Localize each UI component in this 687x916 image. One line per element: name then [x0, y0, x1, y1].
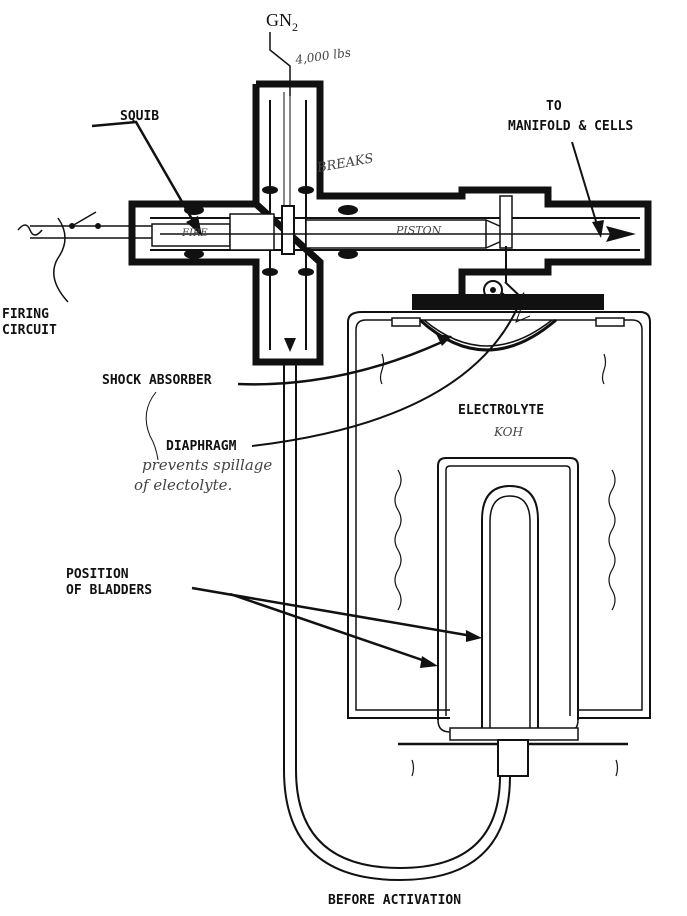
- diaphragm-label: DIAPHRAGM: [166, 439, 237, 454]
- breaks-note: BREAKS: [315, 151, 375, 176]
- koh-note: KOH: [493, 425, 523, 439]
- bladders-arrows: [191, 586, 482, 668]
- gn2-label: GN2: [266, 10, 298, 34]
- firing-circuit-wires: [17, 211, 152, 303]
- gas-return-tube: [283, 338, 511, 882]
- handwritten-bracket: [145, 299, 531, 461]
- piston-note: PISTON: [395, 224, 442, 237]
- position-label: POSITION: [66, 567, 129, 582]
- inner-bladder: [481, 484, 539, 740]
- gn2-inlet-line: [269, 32, 291, 96]
- manifold-cells-label: MANIFOLD & CELLS: [508, 119, 633, 134]
- diaphragm: [418, 318, 557, 352]
- breaks-disk: [281, 205, 295, 255]
- to-label: TO: [546, 99, 562, 114]
- squib-body: [151, 213, 275, 251]
- outer-bladder: [437, 457, 579, 733]
- fire-note: FIRE: [181, 228, 208, 239]
- cross-housing: [128, 80, 652, 366]
- electrolyte-label: ELECTROLYTE: [458, 403, 544, 418]
- spillage-note-line1: prevents spillage: [142, 456, 272, 474]
- shock-absorber-label: SHOCK ABSORBER: [102, 373, 212, 388]
- shock-absorber-arrow: [237, 334, 452, 386]
- manifold-arrow: [571, 141, 604, 238]
- diaphragm-arrow: [251, 292, 526, 447]
- electrolyte-tank: [347, 294, 651, 719]
- caption: BEFORE ACTIVATION: [328, 893, 461, 908]
- flow-arrow-to-manifold: [160, 226, 636, 242]
- squib-label: SQUIB: [120, 109, 159, 124]
- squib-arrow: [91, 120, 202, 236]
- bladders-label: OF BLADDERS: [66, 583, 152, 598]
- firing-label: FIRING: [2, 307, 49, 322]
- spillage-note-line2: of electolyte.: [134, 476, 232, 494]
- electrolyte-marks: [379, 353, 619, 777]
- pressure-note: 4,000 lbs: [293, 45, 351, 67]
- circuit-label: CIRCUIT: [2, 323, 57, 338]
- mounting-flange: [398, 727, 628, 777]
- piston: [305, 195, 513, 249]
